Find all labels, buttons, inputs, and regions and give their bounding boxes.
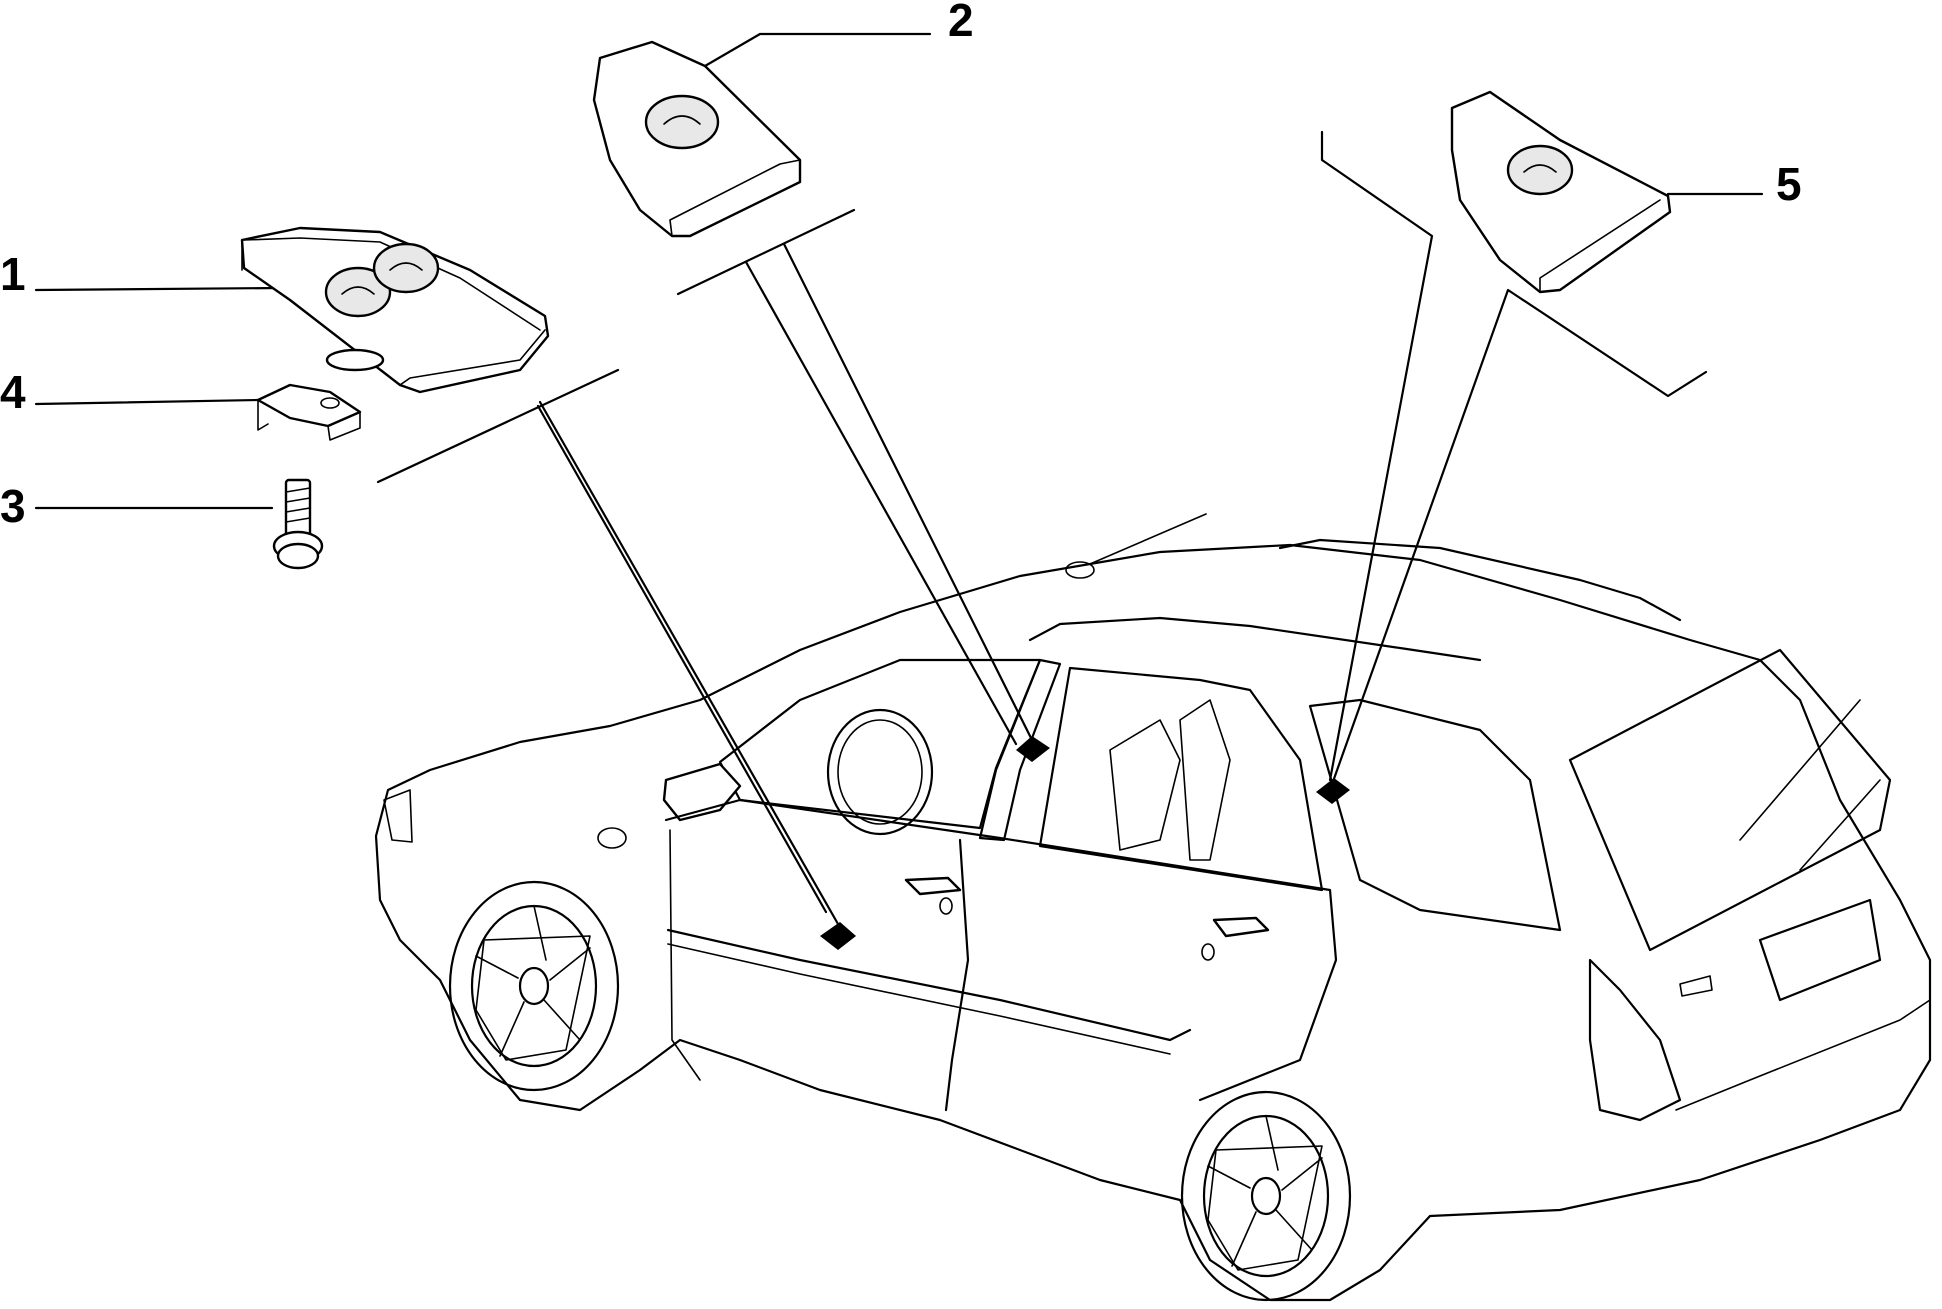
cone-1-right [538,400,840,926]
door-handle-front [904,876,962,896]
headlight [383,789,413,843]
roof-rail-left [1028,616,1482,662]
callout-label-2: 2 [948,0,974,46]
marker-rear-door [1316,778,1350,804]
callout-label-3: 3 [0,480,26,532]
callout-4: 4 [0,366,260,418]
door-handle-rear [1212,916,1270,938]
roof-rail-right [1278,538,1682,622]
clip [256,383,362,441]
body-outline [374,543,1932,1302]
badge [1679,975,1713,997]
leader-line-2 [703,32,932,68]
front-side-window [718,658,1042,830]
cone-1-left [536,404,828,914]
callout-label-1: 1 [0,248,26,300]
callout-5: 5 [1666,158,1802,210]
steering-wheel [826,708,934,836]
switch-panel-single-rear [1450,90,1672,294]
switch-button-front [644,94,720,150]
rear-windshield [1568,648,1892,952]
front-wheel [448,880,620,1092]
callout-label-5: 5 [1776,158,1802,210]
callout-2: 2 [703,0,974,68]
callout-label-4: 4 [0,366,26,418]
tail-light [1588,958,1682,1122]
leader-line-1 [34,286,282,292]
callout-3: 3 [0,480,274,532]
switch-panel-double [240,226,550,394]
cone-1-top [376,368,620,484]
seat-back [1179,699,1231,861]
door-divider [944,838,970,1112]
side-marker [597,827,627,849]
cone-5-left [1320,130,1434,782]
door-upper-line [664,798,1338,1102]
side-mirror [662,762,742,822]
marker-front-left-door [820,922,856,950]
switch-button-rear [1506,144,1574,196]
switch-panel-single-front [592,40,802,238]
body-side-moulding [666,928,1192,1042]
callout-1: 1 [0,248,282,300]
leader-line-4 [34,398,260,406]
seat-front [1109,719,1181,851]
antenna [1089,513,1207,565]
cone-5-right [1328,288,1708,792]
marker-front-right-door [1016,736,1050,762]
cone-2-right [782,242,1036,746]
cone-2-left [744,260,1018,746]
switch-button-left [324,266,392,318]
rear-wheel [1180,1090,1352,1302]
b-pillar [978,658,1062,842]
location-markers [820,736,1350,950]
screw [272,478,324,570]
license-plate [1758,898,1882,1002]
switch-button-right [372,242,440,294]
cone-2-top [676,208,856,296]
rear-side-window [1038,666,1324,892]
quarter-window [1308,698,1562,932]
station-wagon-car [374,513,1932,1302]
